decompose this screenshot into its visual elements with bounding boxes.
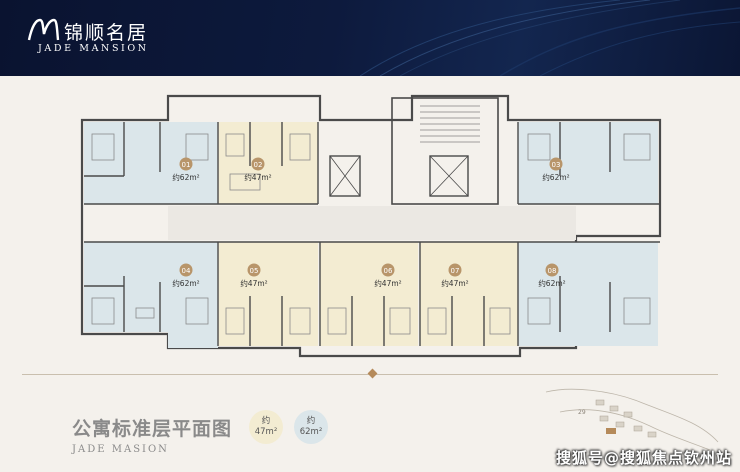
brand-logo-mark-icon (27, 18, 60, 41)
brand-name-cn: 锦顺名居 (64, 22, 149, 44)
legend-47-line1: 约 (261, 416, 271, 426)
header-banner: 锦顺名居 JADE MANSION (0, 0, 740, 76)
legend-62-line1: 约 (306, 416, 316, 426)
key-map-label: 29 (578, 409, 586, 416)
unit-07: 07 约47m² (441, 263, 469, 288)
plan-subtitle: JADE MASION (72, 444, 169, 455)
brand-name-en: JADE MANSION (38, 43, 149, 54)
unit-number: 07 (451, 267, 460, 275)
unit-number: 06 (384, 267, 393, 275)
header-streaks (359, 0, 740, 76)
unit-area: 约62m² (172, 172, 199, 182)
floor-plan: 01 约62m² 02 约47m² 03 约62m² 04 约62m² 05 约… (80, 94, 662, 358)
watermark: 搜狐号@搜狐焦点钦州站 (556, 449, 733, 467)
unit-number: 05 (250, 267, 259, 275)
unit-number: 04 (182, 267, 191, 275)
unit-fills (84, 122, 658, 348)
unit-03: 03 约62m² (542, 157, 570, 182)
unit-area: 约47m² (244, 172, 271, 182)
unit-04: 04 约62m² (172, 263, 200, 288)
corridor (168, 206, 576, 240)
unit-05: 05 约47m² (240, 263, 268, 288)
unit-area: 约62m² (542, 172, 569, 182)
unit-01: 01 约62m² (172, 157, 200, 182)
unit-area: 约47m² (374, 278, 401, 288)
core (329, 97, 499, 205)
unit-08: 08 约62m² (538, 263, 566, 288)
unit-number: 03 (552, 161, 561, 169)
legend-62-line2: 62m² (299, 427, 323, 437)
unit-area: 约47m² (240, 278, 267, 288)
unit-area: 约62m² (172, 278, 199, 288)
unit-number: 02 (254, 161, 263, 169)
plan-title: 公寓标准层平面图 (72, 418, 233, 440)
unit-number: 01 (182, 161, 191, 169)
unit-number: 08 (548, 267, 557, 275)
legend-47-line2: 47m² (254, 427, 278, 437)
unit-06: 06 约47m² (374, 263, 402, 288)
unit-02: 02 约47m² (244, 157, 272, 182)
legend-62: 约 62m² (294, 410, 328, 444)
site-key-map: 29 (545, 388, 719, 451)
furniture (91, 133, 651, 335)
legend-47: 约 47m² (249, 410, 283, 444)
unit-area: 约62m² (538, 278, 565, 288)
unit-area: 约47m² (441, 278, 468, 288)
partitions (84, 122, 660, 346)
